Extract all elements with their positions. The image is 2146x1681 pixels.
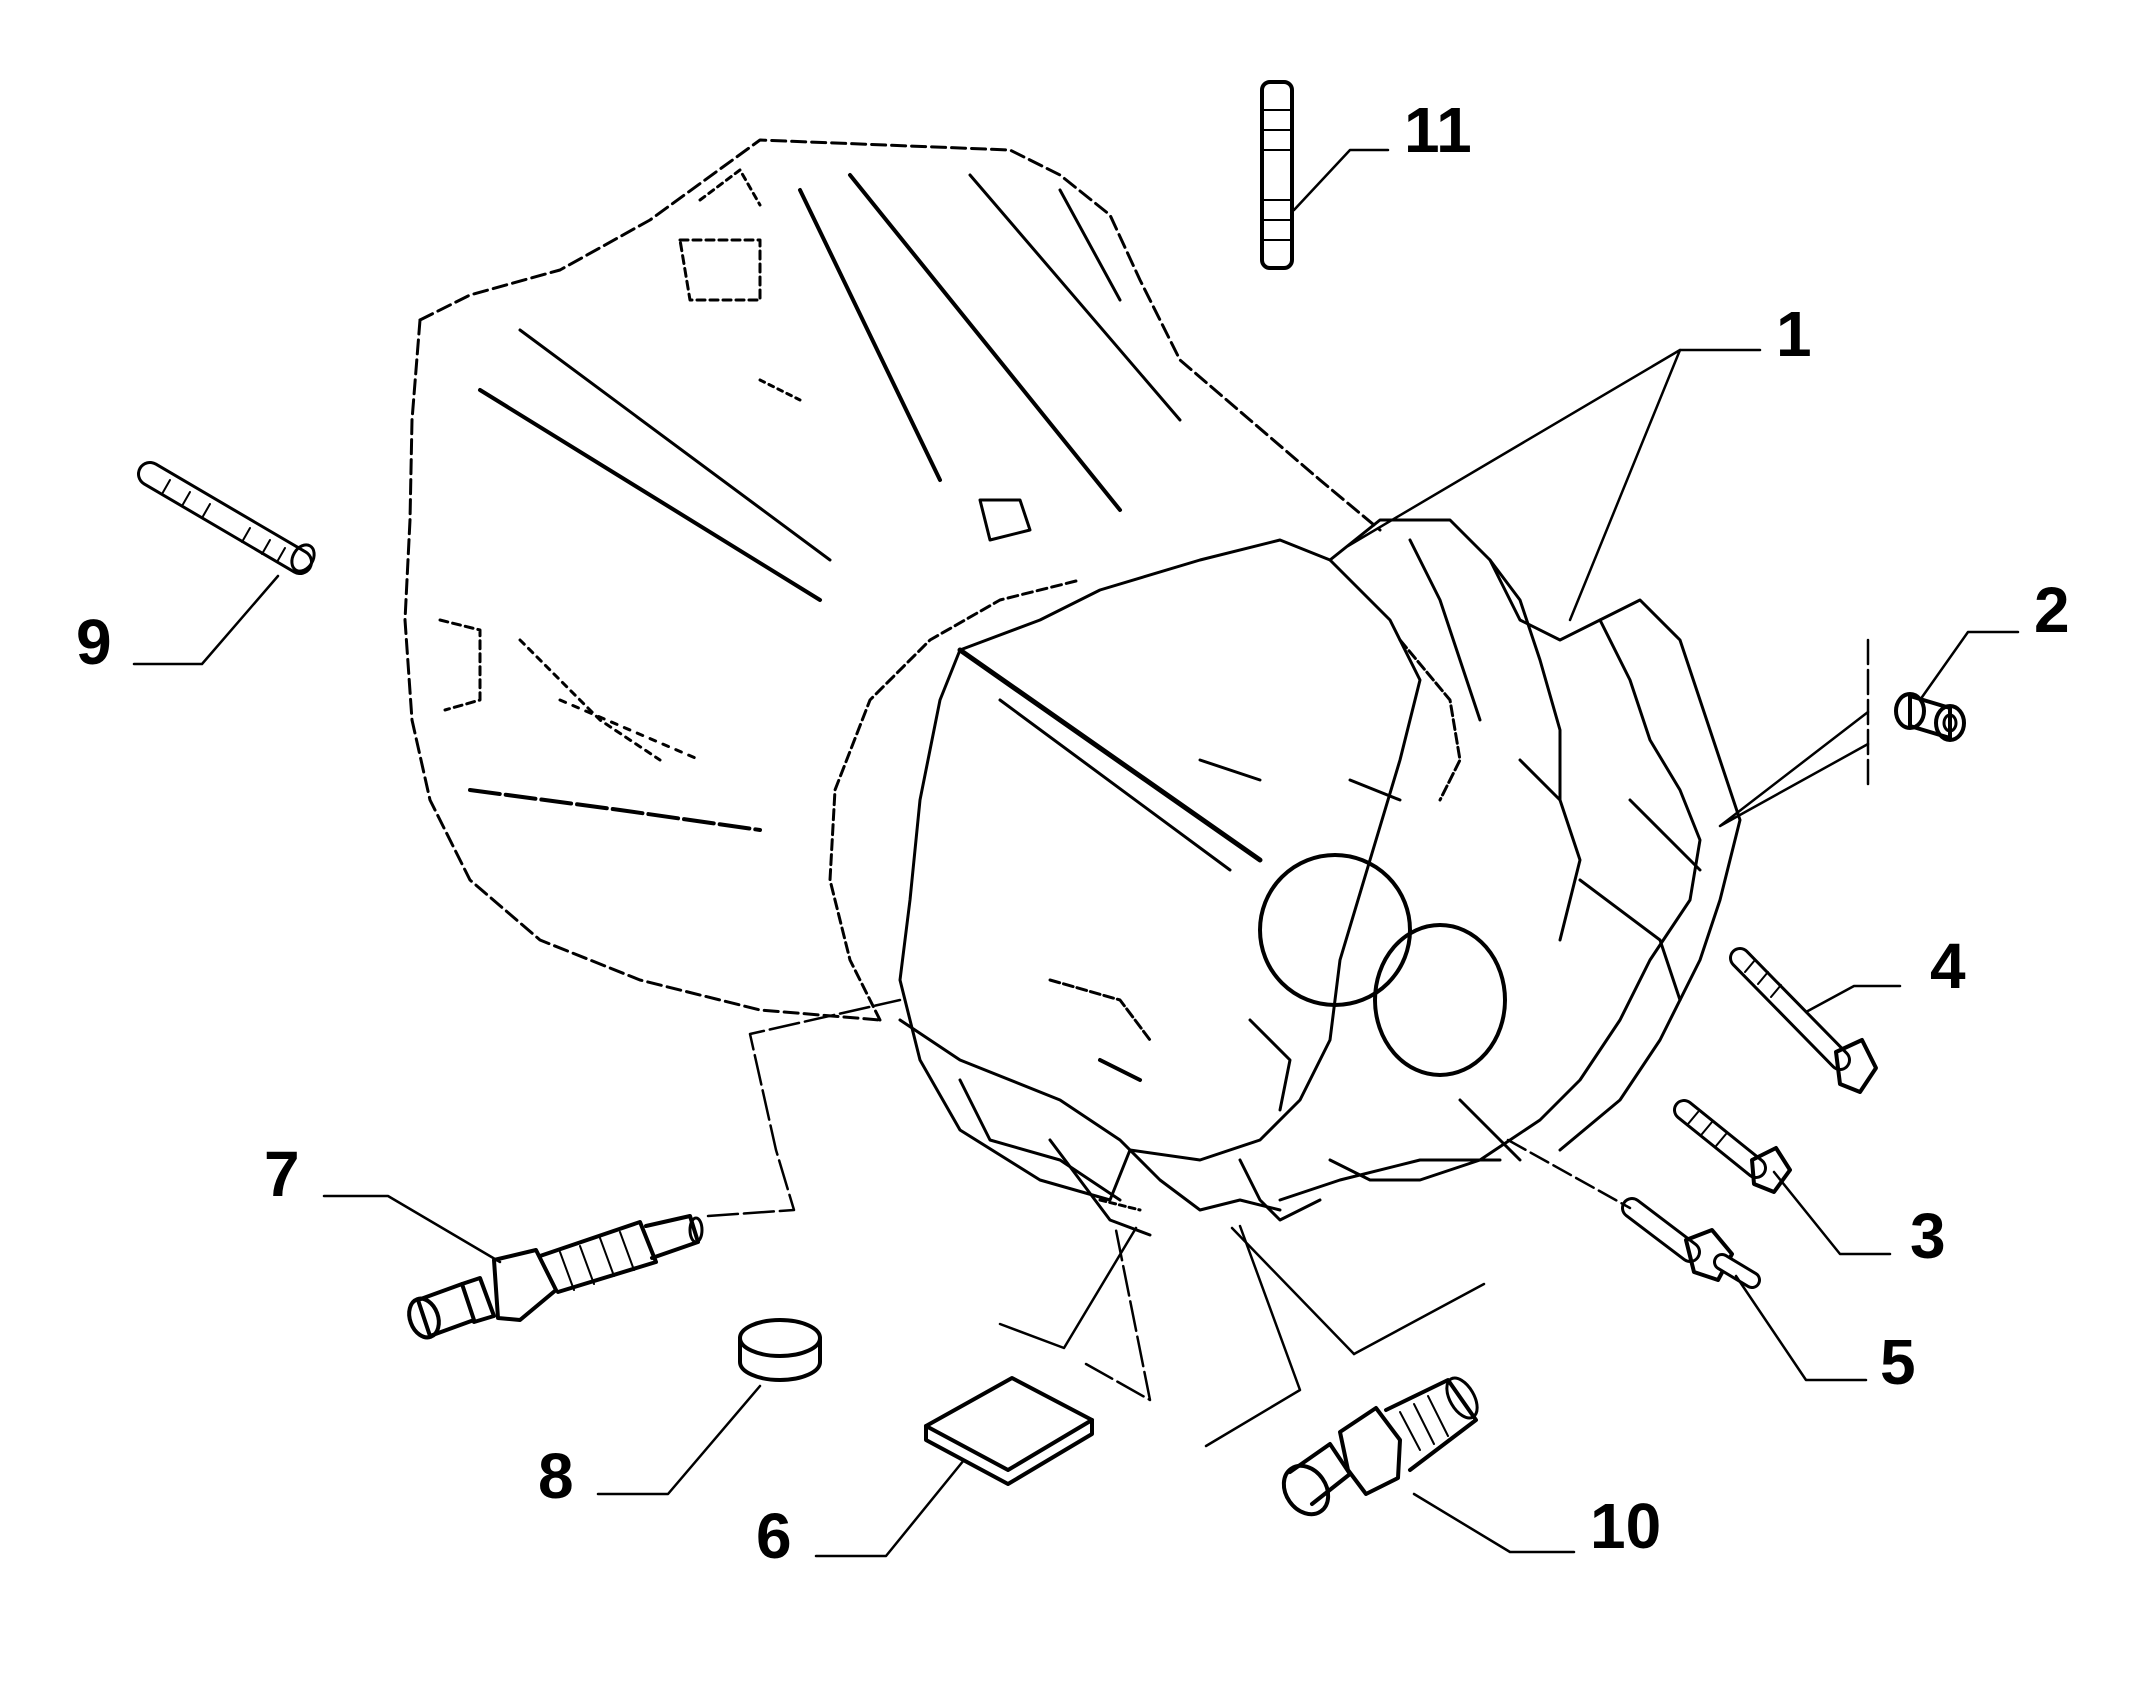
callout-labels: 11 1 2 4 3 5 7 9 8 6 10 (76, 94, 2070, 1572)
callout-3: 3 (1910, 1200, 1946, 1272)
callout-5: 5 (1880, 1326, 1916, 1398)
sensor-part-7 (407, 1214, 704, 1340)
callout-7: 7 (264, 1138, 300, 1210)
leader-lines (132, 148, 2020, 1558)
callout-8: 8 (538, 1440, 574, 1512)
bolt-part-4 (1729, 947, 1878, 1094)
gasket-part-6 (924, 1376, 1094, 1486)
callout-9: 9 (76, 606, 112, 678)
stud-part-9 (137, 461, 316, 575)
plug-part-8 (738, 1318, 822, 1382)
sensor-part-10 (1281, 1376, 1479, 1517)
gearbox-housing (403, 138, 1742, 1237)
callout-2: 2 (2034, 574, 2070, 646)
bolt-part-3 (1673, 1099, 1792, 1194)
callout-11: 11 (1404, 94, 1472, 166)
callout-1: 1 (1776, 298, 1812, 370)
stud-part-11 (1260, 80, 1294, 270)
callout-10: 10 (1590, 1490, 1661, 1562)
callout-4: 4 (1930, 930, 1966, 1002)
stud-part-5 (1621, 1197, 1761, 1289)
callout-6: 6 (756, 1500, 792, 1572)
bushing-part-2 (1894, 692, 1966, 742)
